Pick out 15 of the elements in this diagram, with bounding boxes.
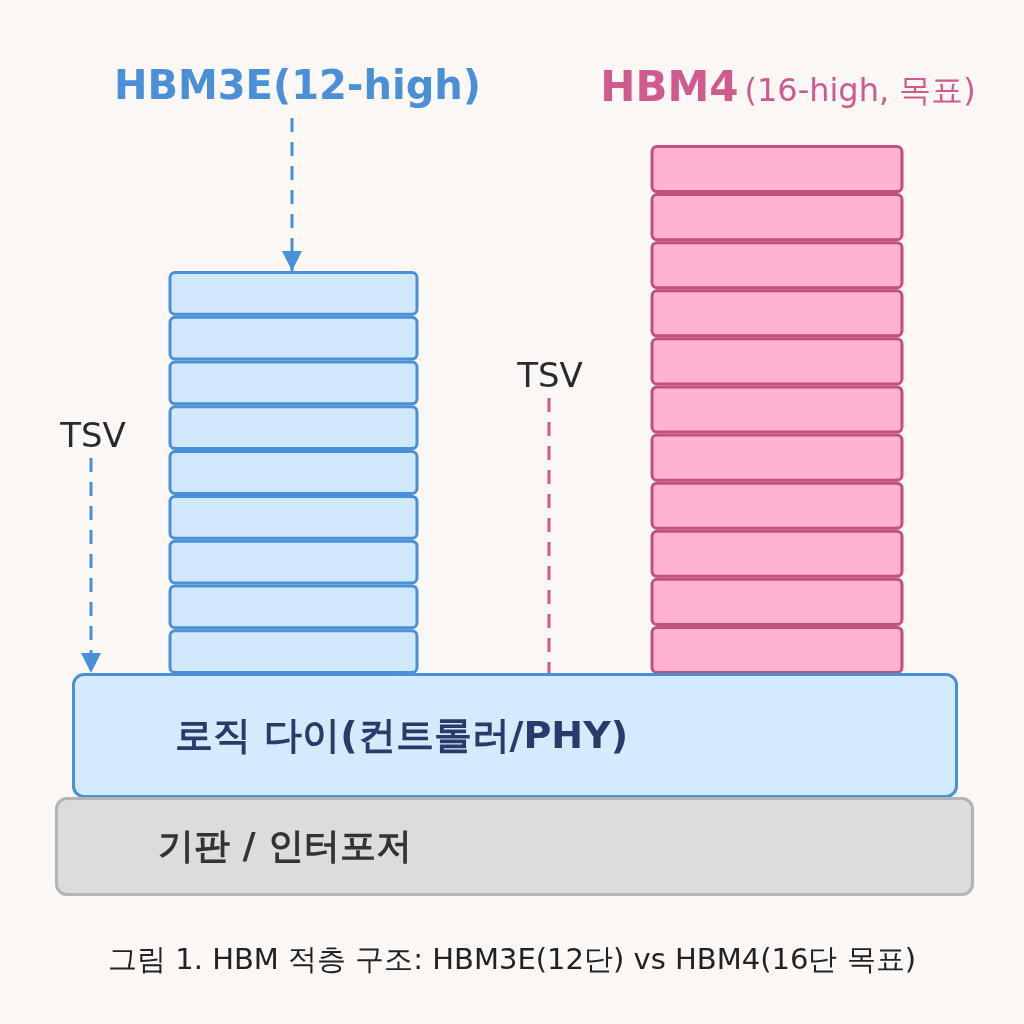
- stack-title: HBM3E(12-high): [115, 62, 480, 118]
- logic-die: [72, 673, 958, 798]
- die-label: 로직 다이(컨트롤러/PHY): [175, 712, 628, 759]
- tsv-label: TSV: [507, 352, 593, 398]
- stack-subtitle: (16-high, 목표): [744, 70, 976, 111]
- stack-title: HBM4: [600, 62, 739, 111]
- memory-stack-drawing: [168, 271, 419, 674]
- substrate-layer: [55, 797, 974, 896]
- arrow: [81, 458, 101, 673]
- substrate-label: 기판 / 인터포저: [158, 824, 413, 868]
- memory-stack-drawing: [650, 145, 904, 674]
- connector-line: [547, 398, 551, 673]
- figure-caption: 그림 1. HBM 적층 구조: HBM3E(12단) vs HBM4(16단 목표): [107, 941, 917, 978]
- arrow: [282, 118, 302, 271]
- tsv-label: TSV: [50, 412, 136, 458]
